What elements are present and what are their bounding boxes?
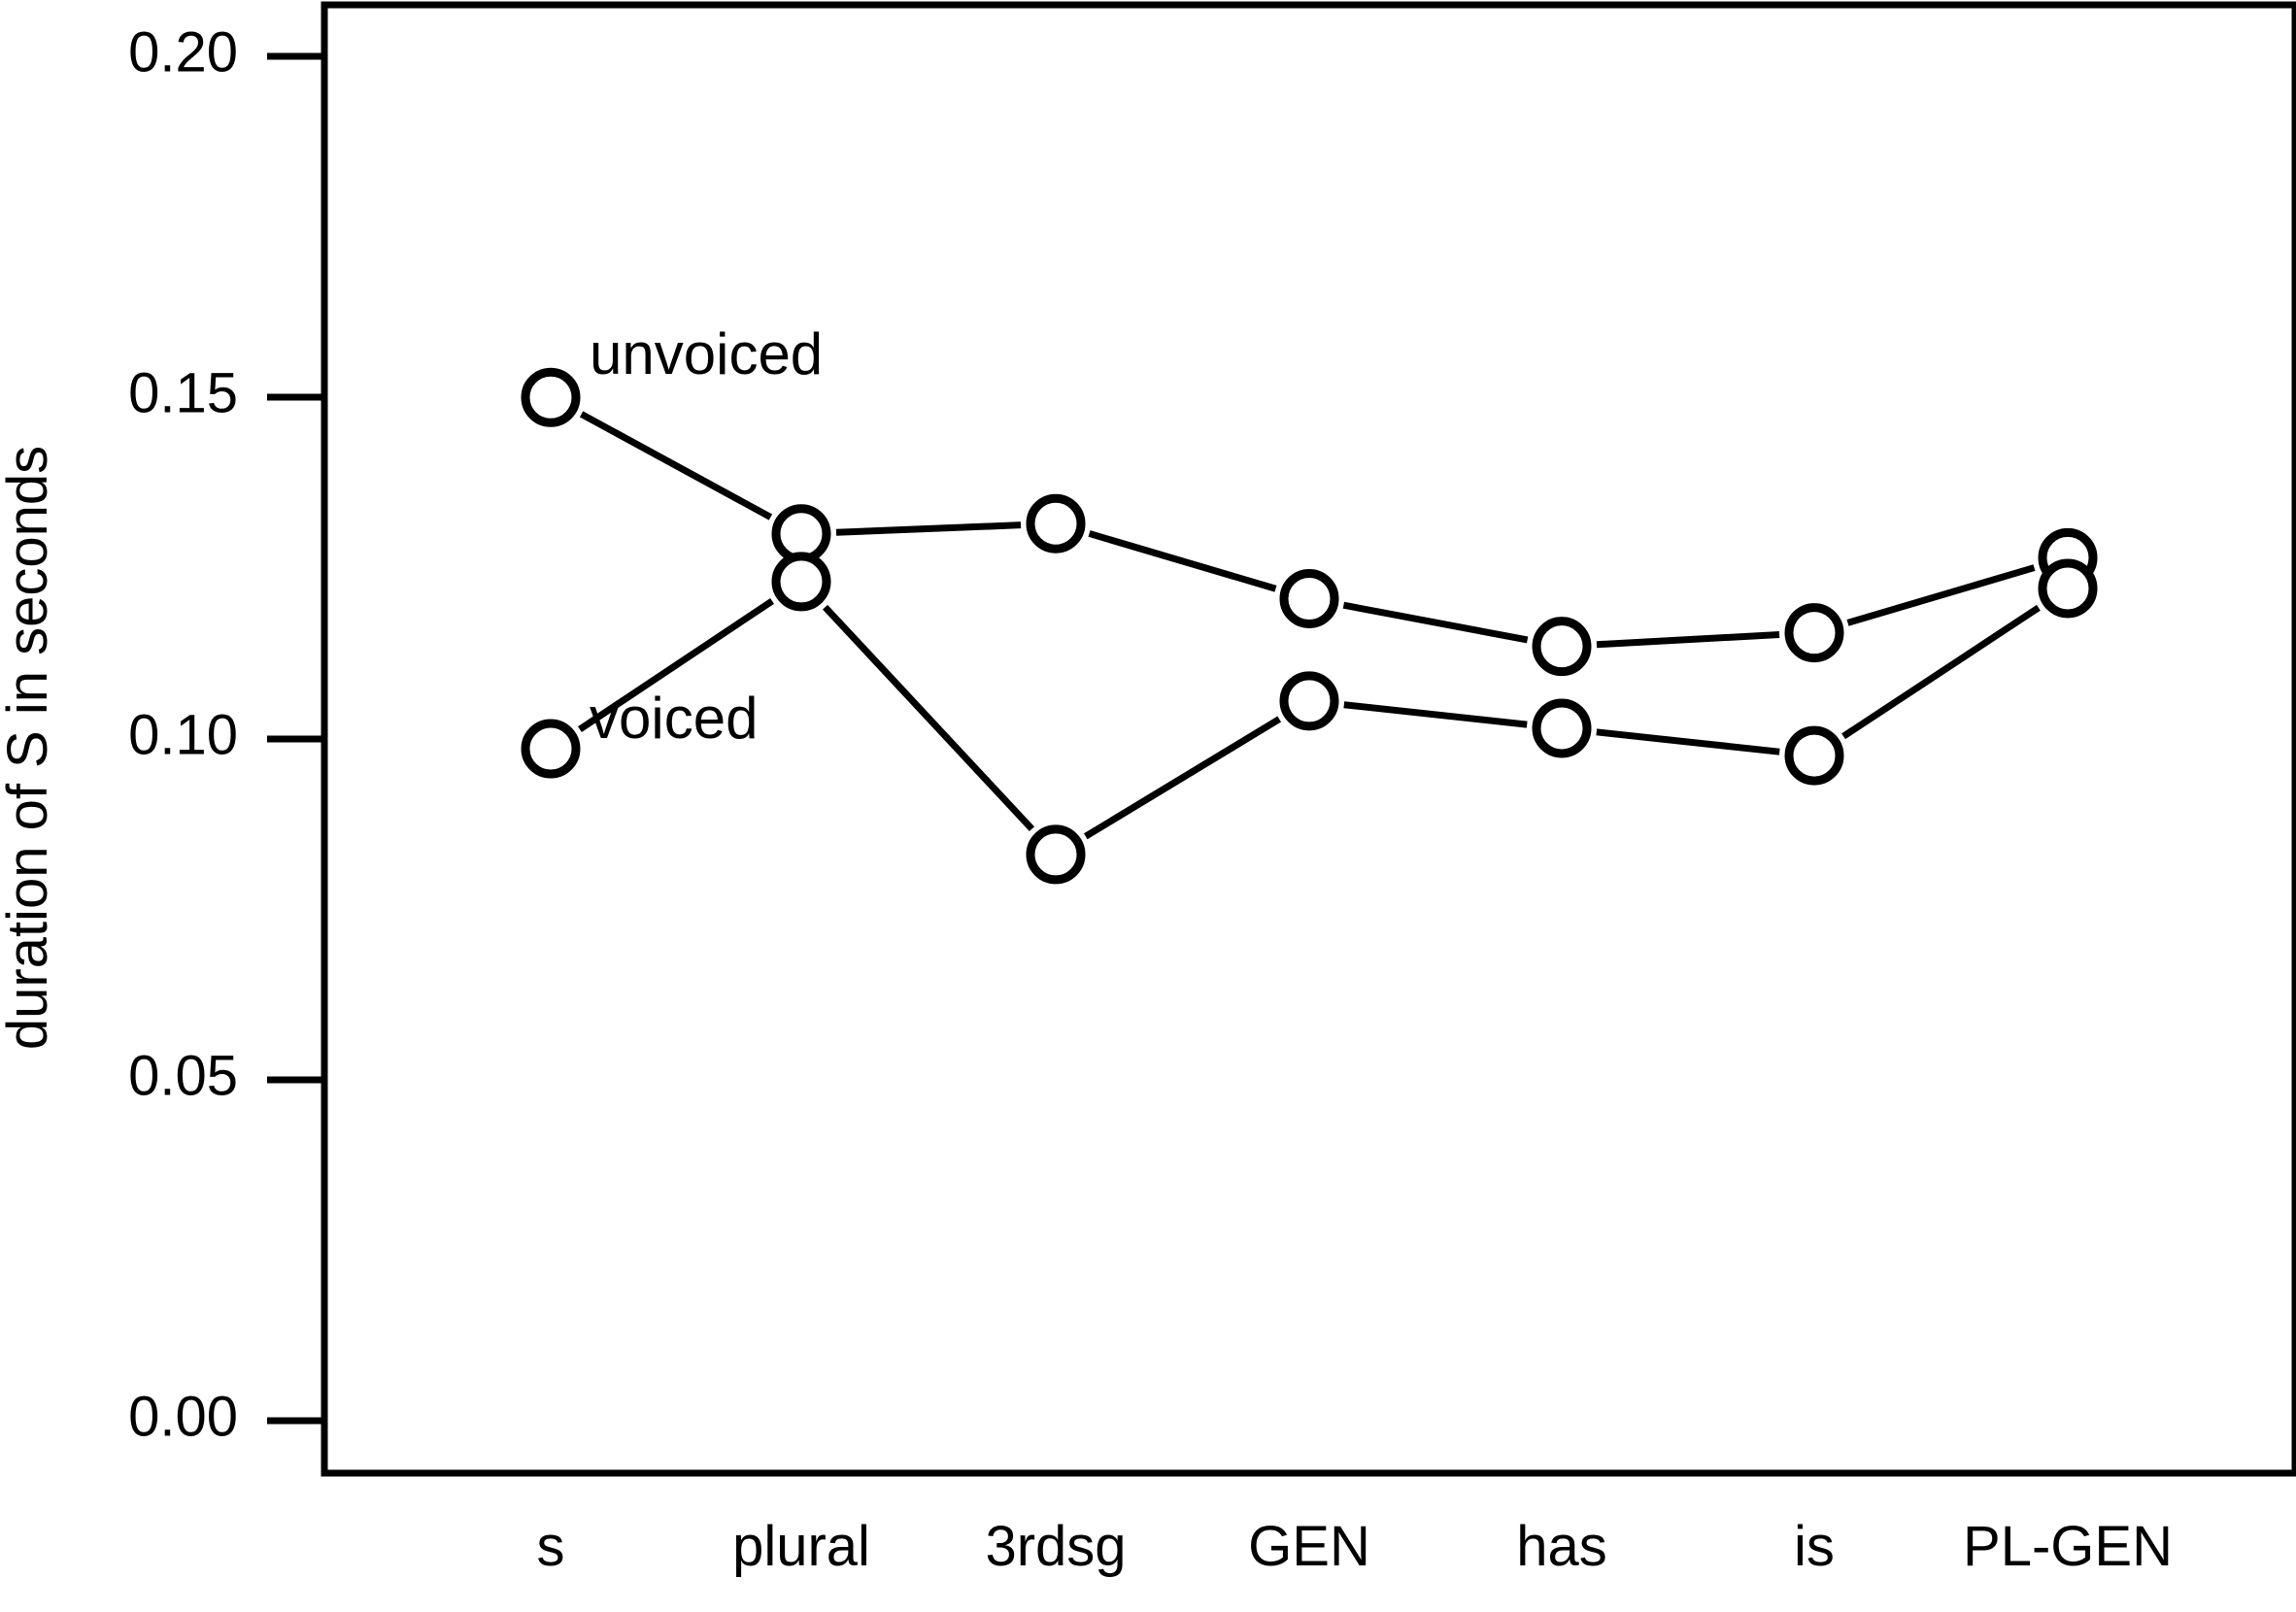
y-axis-title: duration of S in seconds [0, 446, 59, 1050]
x-tick-label-plgen: PL-GEN [1963, 1515, 2173, 1578]
data-point-marker [1026, 824, 1086, 885]
x-tick-label-plural: plural [732, 1515, 870, 1578]
series-segment [1343, 701, 1528, 728]
y-axis-tick-labels: 0.20 0.15 0.10 0.05 0.00 [128, 20, 238, 1448]
data-point-marker [1784, 603, 1844, 663]
series-segment [1342, 601, 1529, 644]
y-tick-label-0: 0.20 [128, 20, 238, 84]
series-segment [579, 411, 773, 521]
series-segment [835, 521, 1022, 536]
x-tick-label-3rdsg: 3rdsg [985, 1515, 1126, 1578]
series-annotation-unvoiced: unvoiced [590, 321, 823, 386]
series-segment [1083, 716, 1282, 840]
data-point-marker [1784, 725, 1844, 786]
series-segment [1841, 604, 2041, 740]
series-annotation-voiced: voiced [590, 686, 758, 751]
y-tick-label-3: 0.05 [128, 1044, 238, 1107]
x-tick-label-gen: GEN [1248, 1515, 1370, 1578]
x-tick-label-has: has [1516, 1515, 1607, 1578]
y-axis-ticks [267, 52, 324, 1425]
data-point-marker [521, 367, 581, 427]
series-segment [822, 604, 1035, 831]
data-series-layer [521, 367, 2098, 885]
plot-frame [321, 1, 2296, 1477]
series-segment [1846, 564, 2036, 626]
series-unvoiced [521, 367, 2098, 677]
series-segment [1596, 631, 1780, 649]
series-segment [1088, 530, 1277, 592]
data-point-marker [521, 719, 581, 779]
series-segment [578, 597, 774, 732]
data-point-marker [1279, 568, 1339, 628]
y-tick-label-4: 0.00 [128, 1385, 238, 1448]
data-point-marker [1279, 671, 1339, 731]
data-point-marker [771, 552, 831, 612]
y-tick-label-2: 0.10 [128, 703, 238, 766]
data-point-marker [1532, 617, 1592, 677]
data-point-marker [1532, 698, 1592, 758]
data-point-marker [2038, 558, 2098, 619]
series-segment [1596, 728, 1780, 756]
x-tick-label-is: is [1794, 1515, 1835, 1578]
series-voiced [521, 552, 2098, 885]
x-tick-label-s: s [537, 1515, 565, 1578]
y-tick-label-1: 0.15 [128, 361, 238, 424]
data-point-marker [771, 504, 831, 564]
data-point-marker [1026, 493, 1086, 554]
x-axis-tick-labels: s plural 3rdsg GEN has is PL-GEN [537, 1515, 2173, 1578]
